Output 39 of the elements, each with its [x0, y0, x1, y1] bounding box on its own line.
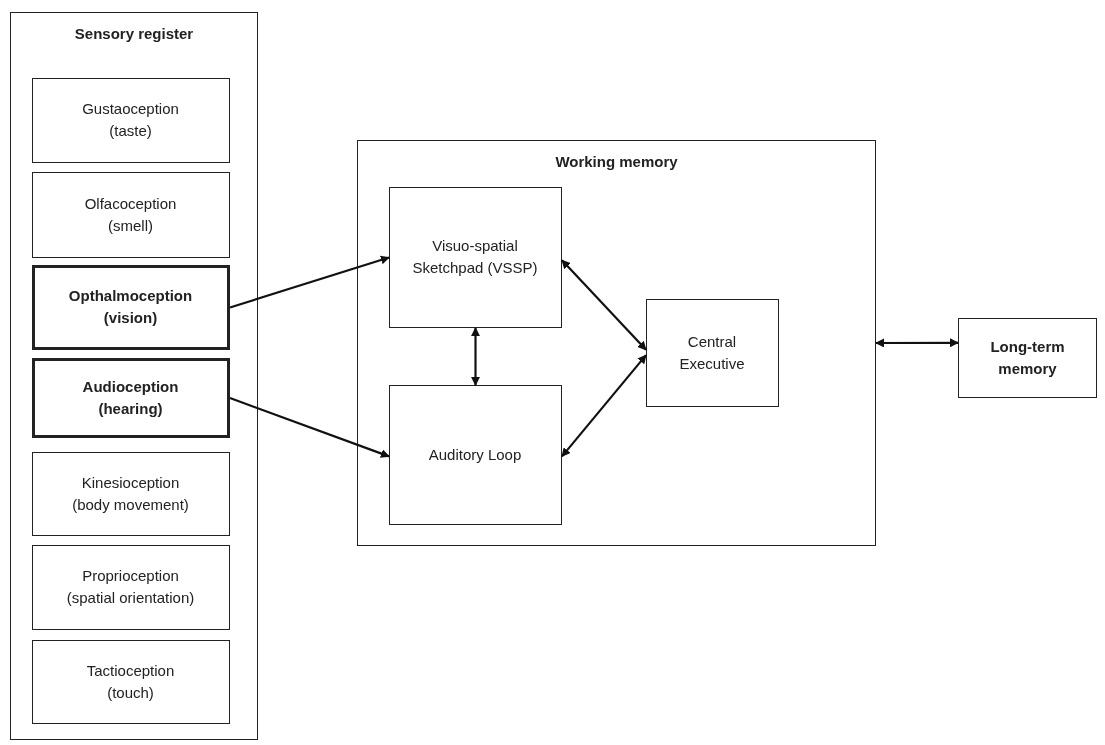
box-label: Gustaoception: [82, 99, 179, 120]
process-box: [645, 298, 779, 407]
arrow: [229, 396, 390, 458]
box-label: (smell): [108, 215, 153, 236]
process-box: [388, 384, 562, 525]
arrow: [561, 354, 647, 458]
box-label: (touch): [107, 682, 154, 703]
box-label: (taste): [109, 121, 152, 141]
arrow: [471, 327, 480, 386]
process-box: [31, 77, 230, 163]
group-box: [10, 12, 258, 740]
process-box: [31, 264, 230, 350]
box-label: Opthalmoception: [68, 286, 193, 307]
box-label: Proprioception: [82, 566, 179, 587]
arrow: [875, 338, 959, 348]
process-box: [31, 451, 230, 536]
group-title: Working memory: [555, 152, 678, 172]
box-label: (body movement): [72, 494, 189, 515]
box-label: Tactioception: [86, 660, 175, 681]
process-box: [958, 318, 1097, 398]
box-label: Visuo-spatial Sketchpad (VSSP): [411, 236, 539, 278]
process-box: [31, 639, 230, 724]
box-label: (spatial orientation): [66, 588, 195, 608]
box-label: Central Executive: [678, 331, 746, 374]
box-label: Olfacoception: [84, 193, 177, 214]
group-box: [357, 140, 876, 546]
box-label: (vision): [103, 308, 158, 328]
process-box: [31, 544, 230, 630]
process-box: [31, 357, 230, 438]
group-title: Sensory register: [74, 24, 194, 44]
box-label: Long-term memory: [989, 337, 1066, 379]
box-label: Auditory Loop: [428, 444, 522, 465]
box-label: Kinesioception: [81, 472, 180, 493]
process-box: [31, 171, 230, 258]
arrow: [561, 259, 647, 351]
arrow: [229, 255, 390, 309]
box-label: Audioception: [82, 376, 179, 397]
box-label: (hearing): [98, 398, 163, 419]
process-box: [388, 186, 562, 328]
